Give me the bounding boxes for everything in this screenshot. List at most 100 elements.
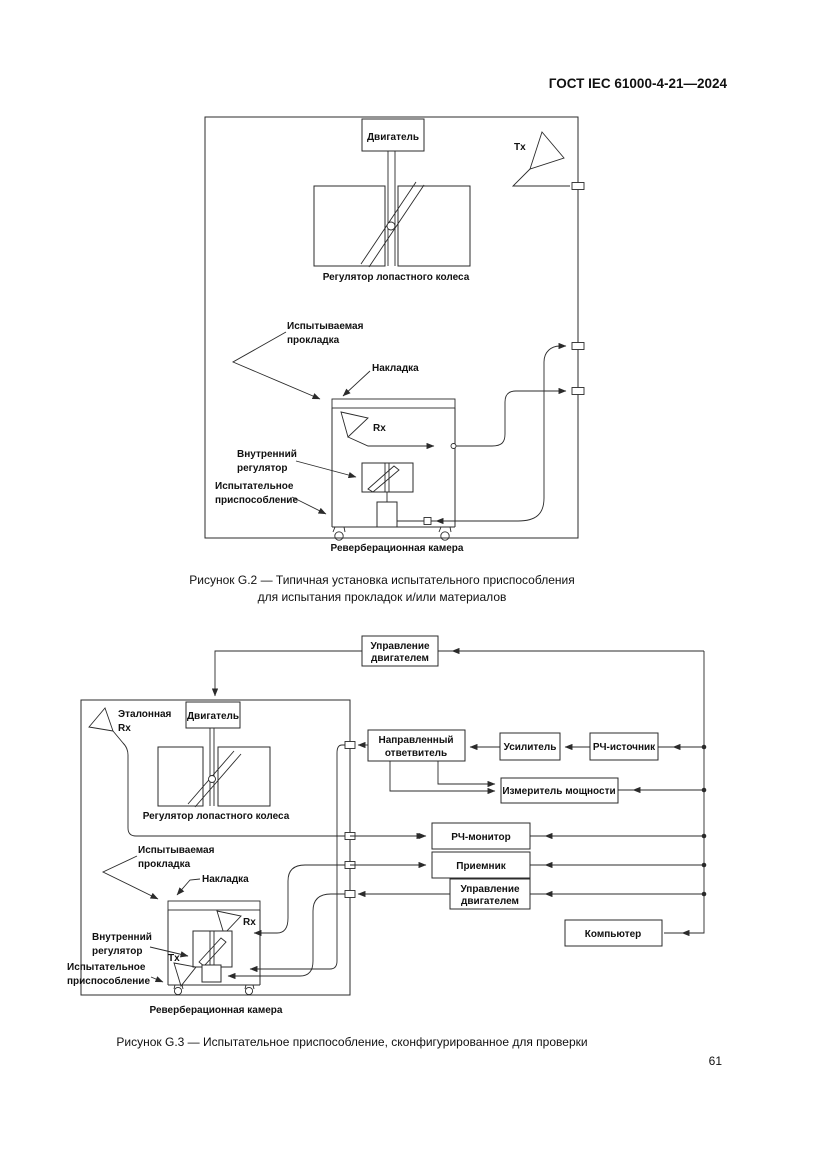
g2-internal-stirrer-blade (367, 465, 400, 493)
figure-g2: Двигатель Регулятор лопастного колеса Tx… (189, 116, 585, 604)
g3-coupler-meter-line-1 (389, 761, 496, 795)
g2-chamber-label: Реверберационная камера (331, 542, 464, 554)
g2-tx-feed-line (511, 168, 570, 187)
g3-chamber-label: Реверберационная камера (150, 1004, 283, 1016)
g2-caption-line2: для испытания прокладок и/или материалов (258, 590, 507, 604)
g3-tx-antenna-symbol (173, 962, 197, 987)
g3-internal-stirrer-shaft (209, 931, 215, 967)
g3-gasket-strip (167, 900, 261, 911)
g2-gasket-label-2: прокладка (287, 335, 340, 346)
g2-gasket-strip (331, 398, 456, 409)
g3-coupler-label-2: ответвитель (385, 748, 447, 759)
g2-chamber-wall (204, 116, 579, 539)
g3-coupler-meter-line-2 (437, 761, 496, 788)
g2-paddle-label: Регулятор лопастного колеса (323, 272, 470, 283)
g3-rx-antenna-symbol (216, 910, 242, 935)
g2-motor-box (361, 118, 425, 152)
g2-internal-motor-box (376, 501, 398, 528)
g3-gasket-leader (101, 855, 159, 900)
page-number: 61 (709, 1054, 723, 1068)
g3-stirrer-label-1: Внутренний (92, 932, 152, 943)
g2-feedthrough-motor (571, 342, 585, 350)
g3-fixture-label-1: Испытательное (67, 962, 146, 973)
g3-gasket-label-2: прокладка (138, 859, 191, 870)
g2-internal-stirrer-shaft (384, 463, 390, 502)
g3-amplifier-box (499, 732, 561, 761)
g3-bus-junction-4 (701, 862, 707, 868)
g3-paddle-hub (208, 775, 216, 783)
g3-fixture-wall (167, 910, 261, 986)
g2-feedthrough-rx (571, 387, 585, 395)
g3-fixture-label-2: приспособление (67, 975, 150, 987)
g3-caster-right (244, 984, 255, 996)
g3-fixture-leader (150, 976, 164, 983)
g3-ref-rx-label-2: Rx (118, 723, 131, 734)
g2-paddle-right (397, 185, 471, 267)
g2-cable-connector (423, 517, 432, 525)
g3-computer-label: Компьютер (585, 929, 642, 940)
g3-ref-rx-antenna-symbol (88, 707, 114, 732)
g2-paddle-left (313, 185, 386, 267)
g3-bus-junction-1 (701, 744, 707, 750)
g2-rx-label: Rx (373, 423, 386, 434)
g2-tx-label: Tx (514, 142, 526, 153)
g3-internal-motor-box (201, 964, 222, 983)
g2-plate-label: Накладка (372, 363, 419, 374)
g3-power-meter-label: Измеритель мощности (502, 786, 615, 797)
g3-motor-box (185, 701, 241, 729)
g2-rx-cable (455, 387, 567, 447)
g2-stirrer-leader (295, 460, 357, 479)
g2-caster-right (438, 526, 452, 541)
g3-receiver-box (431, 851, 531, 879)
g3-coupler-box (367, 729, 466, 762)
g3-tx-cable (249, 744, 350, 973)
document-header: ГОСТ IEC 61000-4-21—2024 (549, 76, 728, 91)
g3-motor-control-top-box (361, 635, 439, 667)
g3-stirrer-motor-cable (227, 893, 350, 980)
g3-tx-label: Tx (168, 953, 180, 964)
g3-rf-monitor-box (431, 822, 531, 850)
g2-fixture-label-2: приспособление (215, 494, 298, 506)
g2-stirrer-label-1: Внутренний (237, 449, 297, 460)
g3-stirrer-label-2: регулятор (92, 946, 142, 957)
g2-fixture-connector-rx (450, 443, 457, 449)
g2-stirrer-label-2: регулятор (237, 463, 287, 474)
g2-fixture-label-1: Испытательное (215, 481, 294, 492)
g3-stirrer-leader (149, 946, 189, 958)
g3-stirrer-shaft (209, 728, 215, 806)
g3-rx-label: Rx (243, 917, 256, 928)
g2-feedthrough-tx (571, 182, 585, 190)
g3-motor-control-top-label-2: двигателем (371, 653, 429, 664)
g3-caption: Рисунок G.3 — Испытательное приспособлен… (116, 1035, 587, 1049)
g2-gasket-leader (231, 331, 321, 400)
g3-ref-rx-to-monitor-cable (112, 730, 425, 840)
g2-fixture-leader (291, 496, 327, 515)
g2-rx-feed-line (347, 436, 435, 450)
g3-ref-rx-label-1: Эталонная (118, 709, 172, 720)
g3-motor-control-top-label-1: Управление (370, 641, 430, 652)
g2-stirrer-motor-cable (397, 342, 567, 522)
g3-computer-bus (664, 651, 705, 934)
g3-computer-box (564, 919, 663, 947)
g2-caption-line1: Рисунок G.2 — Типичная установка испытат… (189, 573, 574, 587)
g3-motor-control-bottom-label-2: двигателем (461, 896, 519, 907)
g2-plate-leader (342, 370, 371, 397)
g3-power-meter-box (500, 777, 619, 804)
g2-gasket-label-1: Испытываемая (287, 321, 364, 332)
g3-motor-label: Двигатель (187, 711, 239, 722)
g2-rx-antenna-symbol (340, 411, 369, 438)
g3-feedthrough-control (344, 890, 356, 898)
g3-paddle-left (157, 746, 204, 807)
g3-motor-control-bottom-label-1: Управление (460, 884, 520, 895)
g2-motor-label: Двигатель (367, 132, 419, 143)
g3-chamber-wall (80, 699, 351, 996)
g3-rf-monitor-label: РЧ-монитор (451, 832, 511, 843)
g3-motor-control-line (211, 650, 362, 697)
g3-plate-label: Накладка (202, 874, 249, 885)
g3-bus-junction-2 (701, 787, 707, 793)
g2-stirrer-shaft (387, 151, 396, 266)
g3-paddle-label: Регулятор лопастного колеса (143, 811, 290, 822)
g3-gasket-label-1: Испытываемая (138, 845, 215, 856)
